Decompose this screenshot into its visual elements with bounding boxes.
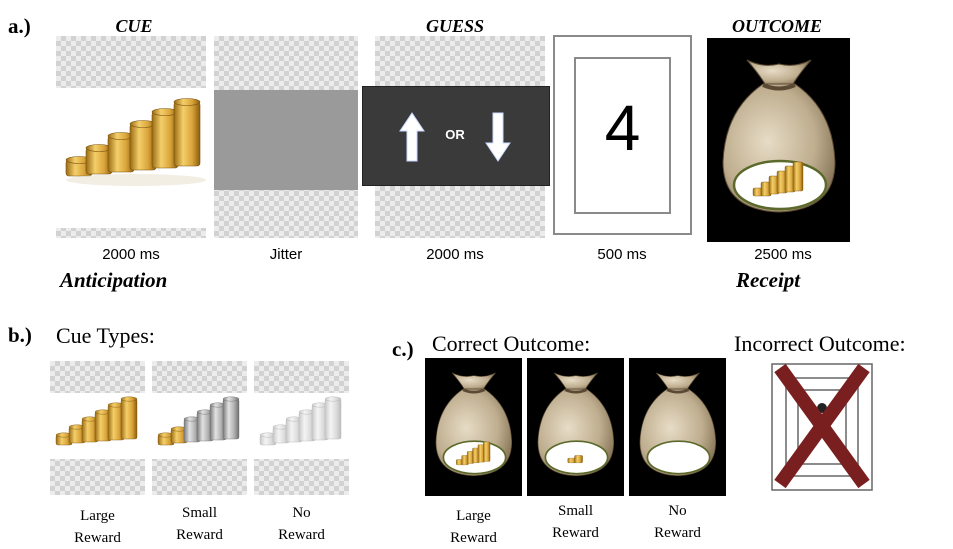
- cue-type-large: [50, 361, 145, 495]
- guess-header: GUESS: [425, 16, 485, 36]
- timing-number: 500 ms: [597, 246, 647, 263]
- guess-or-label: OR: [445, 127, 465, 142]
- cue-image-area: [56, 88, 206, 228]
- outcome-small-label: Small Reward: [552, 503, 599, 541]
- timing-jitter: Jitter: [269, 246, 303, 263]
- cue-type-small: [152, 361, 247, 495]
- correct-outcome-title: Correct Outcome:: [432, 331, 591, 356]
- money-bag-icon: [639, 372, 717, 477]
- outcome-small: [527, 358, 624, 496]
- gold-coin-stacks-icon: [55, 396, 138, 446]
- cue-frame: [56, 36, 206, 238]
- outcome-large-label: Large Reward: [450, 508, 497, 546]
- timing-cue: 2000 ms: [102, 246, 160, 263]
- up-arrow-icon: [399, 112, 425, 162]
- cue-types-title: Cue Types:: [56, 323, 155, 348]
- mixed-coin-stacks-icon: [157, 396, 240, 446]
- red-x-icon: [771, 363, 873, 491]
- cue-type-none-label: No Reward: [278, 505, 325, 543]
- cue-header: CUE: [115, 16, 153, 36]
- phase-anticipation: Anticipation: [60, 268, 168, 292]
- cue-type-none: [254, 361, 349, 495]
- guess-panel: OR: [362, 86, 550, 186]
- number-display: 4: [604, 92, 641, 164]
- panel-c-label: c.): [392, 337, 414, 361]
- cue-type-large-label: Large Reward: [74, 508, 121, 546]
- timing-outcome: 2500 ms: [754, 246, 812, 263]
- money-bag-icon: [537, 372, 615, 477]
- pale-coin-stacks-icon: [259, 396, 342, 446]
- down-arrow-icon: [485, 112, 511, 162]
- outcome-none: [629, 358, 726, 496]
- timing-guess: 2000 ms: [426, 246, 484, 263]
- money-bag-icon: [435, 372, 513, 477]
- number-inner-frame: [574, 57, 671, 214]
- number-outer-frame: 4: [553, 35, 692, 235]
- outcome-none-label: No Reward: [654, 503, 701, 541]
- panel-a-label: a.): [8, 14, 31, 38]
- outcome-frame: [707, 38, 850, 242]
- money-bag-icon: [722, 59, 836, 213]
- outcome-header: OUTCOME: [731, 16, 822, 36]
- gold-coin-stacks-icon: [65, 98, 206, 186]
- cue-type-small-label: Small Reward: [176, 505, 223, 543]
- incorrect-outcome: [770, 362, 874, 492]
- panel-b-label: b.): [8, 323, 32, 347]
- phase-receipt: Receipt: [736, 268, 801, 292]
- jitter-gray-screen: [214, 90, 358, 190]
- incorrect-outcome-title: Incorrect Outcome:: [734, 331, 906, 356]
- outcome-large: [425, 358, 522, 496]
- jitter-frame: [214, 36, 358, 238]
